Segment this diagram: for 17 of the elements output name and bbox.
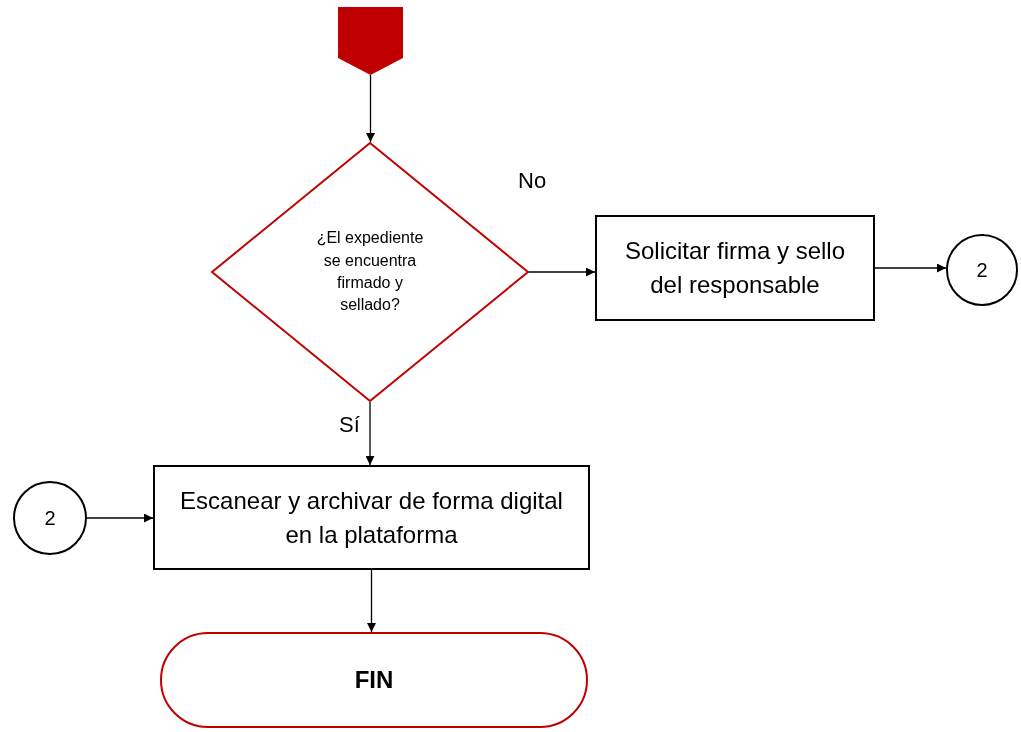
node-label: ¿El expediente se encuentra firmado y sellado? bbox=[315, 228, 425, 316]
process-box bbox=[595, 215, 875, 321]
node-label: 2 bbox=[44, 506, 56, 531]
arrow bbox=[874, 263, 947, 273]
process-box bbox=[153, 465, 590, 570]
node-label: Escanear y archivar de forma digital en la plataforma bbox=[179, 485, 564, 550]
offpage-connector bbox=[338, 7, 403, 75]
arrow bbox=[367, 569, 376, 633]
arrow bbox=[528, 267, 596, 277]
arrow bbox=[86, 513, 154, 523]
node-label: FIN bbox=[354, 665, 394, 696]
node-label: 2 bbox=[976, 258, 988, 283]
connector-circle bbox=[946, 234, 1018, 306]
arrow bbox=[366, 74, 375, 143]
node-label: Solicitar firma y sello del responsable bbox=[623, 236, 847, 300]
arrow bbox=[365, 401, 375, 466]
connector-circle bbox=[13, 481, 87, 555]
